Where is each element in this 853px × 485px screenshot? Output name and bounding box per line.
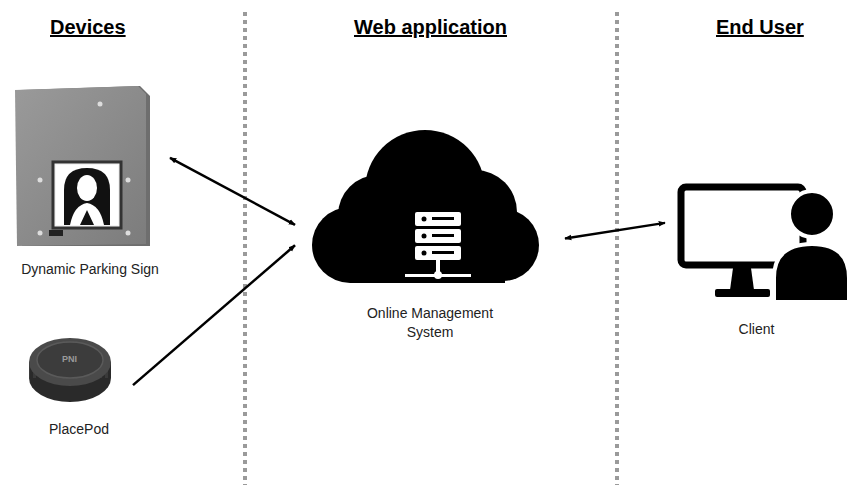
column-heading: End User <box>716 16 804 39</box>
column-divider <box>243 12 247 485</box>
column-divider <box>615 12 619 485</box>
column-heading: Web application <box>354 16 507 39</box>
node-caption: Online Management System <box>355 304 505 342</box>
sensor-device: PlacePod <box>25 330 133 445</box>
column-heading: Devices <box>50 16 126 39</box>
cloud-server-illustration <box>312 130 539 283</box>
connector-arrow <box>565 223 665 239</box>
node-caption: Dynamic Parking Sign <box>15 260 165 279</box>
server-cloud: Online Management System <box>295 120 565 348</box>
client-illustration <box>681 187 849 302</box>
node-caption: PlacePod <box>29 420 129 439</box>
sign-device: Dynamic Parking Sign <box>10 80 170 285</box>
logo-text: PNI <box>62 354 77 364</box>
connector-arrow <box>170 158 295 225</box>
parking-sign-illustration <box>15 86 150 246</box>
node-caption: Client <box>697 320 817 339</box>
placepod-illustration <box>29 338 111 402</box>
client-workstation: Client <box>665 180 848 345</box>
